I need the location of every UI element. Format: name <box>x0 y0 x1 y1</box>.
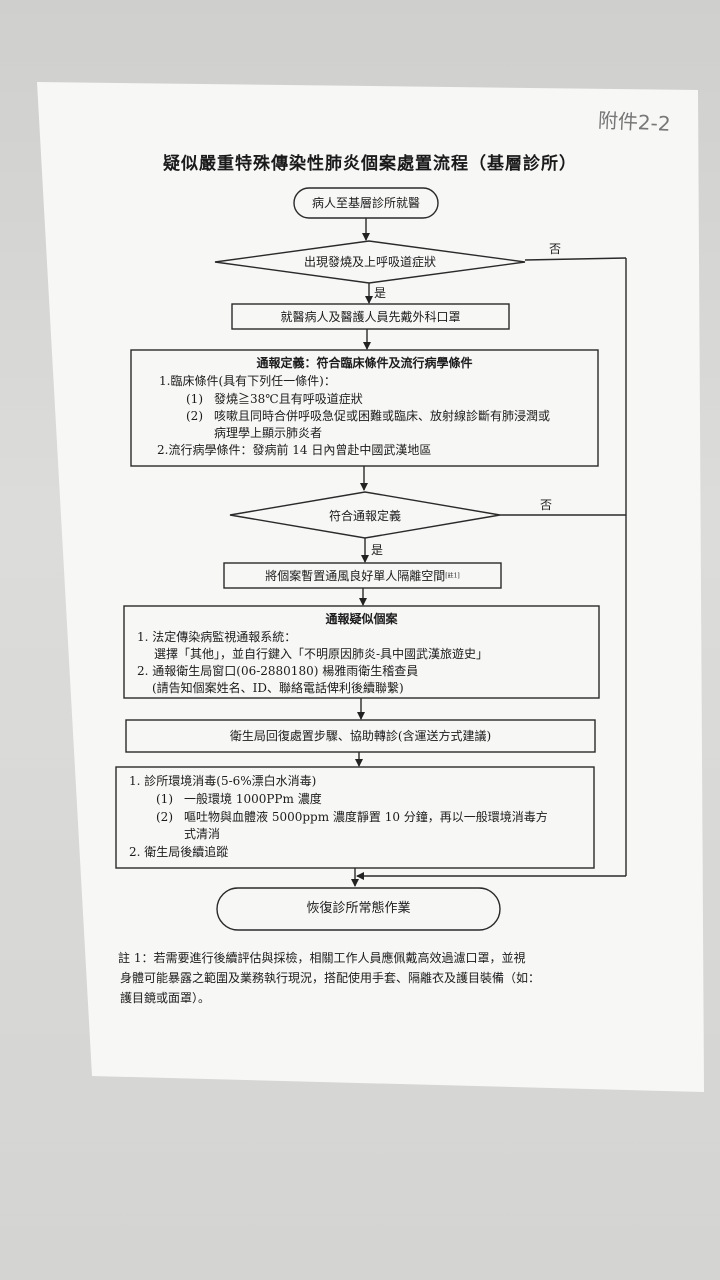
clinical-item1-number: (1) <box>186 392 203 406</box>
report-item2-line2: (請告知個案姓名、ID、聯絡電話俾利後續聯繫) <box>152 681 404 695</box>
disinfection-sub1-number: (1) <box>156 792 173 806</box>
report-item1-line1: 1. 法定傳染病監視通報系統： <box>137 630 297 644</box>
decision1-yes-label: 是 <box>374 286 387 300</box>
handwritten-annex-label: 附件2-2 <box>597 108 672 136</box>
health-bureau-step-label: 衛生局回復處置步驟、協助轉診(含運送方式建議) <box>229 729 492 743</box>
decision1-label: 出現發燒及上呼吸道症狀 <box>303 255 436 269</box>
footnote: 註 1：若需要進行後續評估與採檢，相關工作人員應佩戴高效過濾口罩，並視 身體可能… <box>118 948 598 1008</box>
definition-box <box>130 349 599 467</box>
disinfection-item2: 2. 衛生局後續追蹤 <box>129 845 229 859</box>
start-label: 病人至基層診所就醫 <box>311 196 420 210</box>
disinfection-sub2-number: (2) <box>156 810 173 824</box>
end-terminal-shape <box>216 887 501 931</box>
footnote-line3: 護目鏡或面罩）。 <box>120 991 211 1005</box>
footnote-line2: 身體可能暴露之範圍及業務執行現況，搭配使用手套、隔離衣及護目裝備（如： <box>120 971 541 985</box>
isolation-box <box>223 562 502 589</box>
end-label: 恢復診所常態作業 <box>306 901 411 916</box>
disinfection-sub2-line2: 式清消 <box>184 827 221 841</box>
health-bureau-box <box>125 719 596 753</box>
footnote-line1: 註 1：若需要進行後續評估與採檢，相關工作人員應佩戴高效過濾口罩，並視 <box>118 951 526 965</box>
mask-box <box>231 303 510 330</box>
isolation-step-label: 將個案暫置通風良好單人隔離空間[註1] <box>224 567 501 586</box>
disinfection-sub2-line1: 嘔吐物與血體液 5000ppm 濃度靜置 10 分鐘，再以一般環境消毒方 <box>184 810 548 824</box>
decision2-no-label: 否 <box>540 498 553 512</box>
decision1-no-label: 否 <box>549 242 562 256</box>
report-item1-line2: 選擇「其他」，並自行鍵入「不明原因肺炎-具中國武漢旅遊史」 <box>154 647 489 661</box>
report-item2-line1: 2. 通報衛生局窗口(06-2880180) 楊雅雨衛生稽查員 <box>137 664 419 678</box>
page-title: 疑似嚴重特殊傳染性肺炎個案處置流程（基層診所） <box>163 154 577 174</box>
clinical-item2-text-line1: 咳嗽且同時合併呼吸急促或困難或臨床、放射線診斷有肺浸潤或 <box>214 409 551 423</box>
disinfection-sub1-text: 一般環境 1000PPm 濃度 <box>184 792 322 806</box>
isolation-footnote-ref: [註1] <box>445 572 460 580</box>
clinical-item2-text-line2: 病理學上顯示肺炎者 <box>214 426 323 440</box>
definition-heading: 通報定義：符合臨床條件及流行病學條件 <box>256 356 473 370</box>
decision2-label: 符合通報定義 <box>328 509 401 523</box>
clinical-condition-title: 1.臨床條件(具有下列任一條件)： <box>159 374 336 388</box>
disinfection-item1: 1. 診所環境消毒(5-6%漂白水消毒) <box>129 774 317 788</box>
decision2-yes-label: 是 <box>371 543 384 557</box>
report-heading: 通報疑似個案 <box>325 612 398 626</box>
report-box <box>123 605 600 699</box>
decision1-diamond <box>214 240 526 284</box>
disinfection-box <box>115 766 595 869</box>
clinical-item1-text: 發燒≧38℃且有呼吸道症狀 <box>214 392 363 406</box>
isolation-step-text: 將個案暫置通風良好單人隔離空間 <box>265 569 446 583</box>
clinical-item2-number: (2) <box>186 409 203 423</box>
mask-step-label: 就醫病人及醫護人員先戴外科口罩 <box>280 310 461 324</box>
epidemiology-condition: 2.流行病學條件：發病前 14 日內曾赴中國武漢地區 <box>157 443 432 457</box>
